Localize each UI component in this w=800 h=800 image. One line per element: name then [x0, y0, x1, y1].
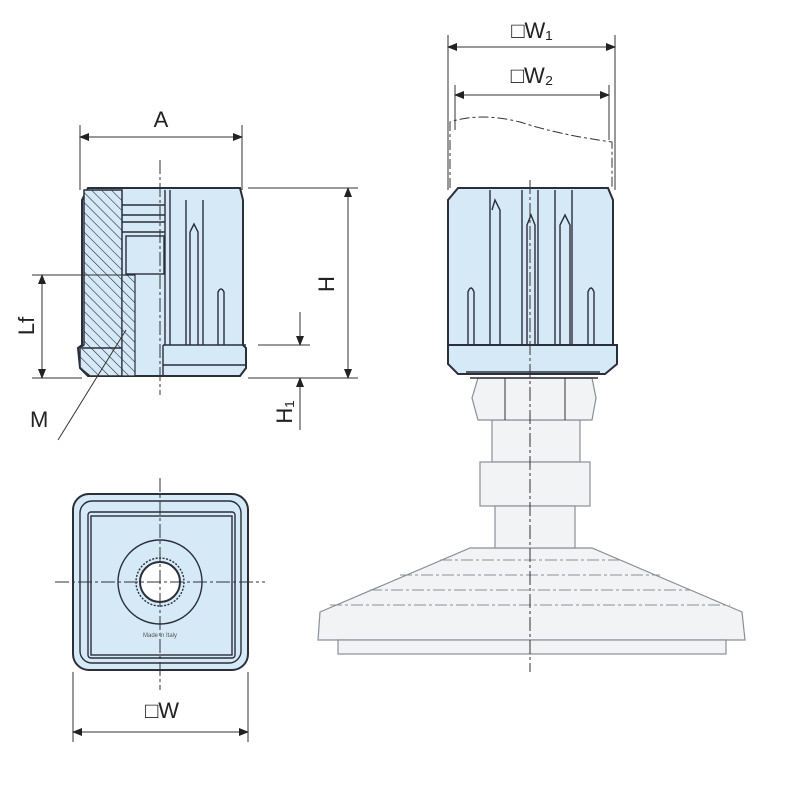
dimension-label-W2: □W₂ [511, 63, 554, 88]
dimension-Lf: Lf [14, 274, 124, 379]
dimension-W1: □W₁ [447, 18, 616, 190]
dimension-label-Lf: Lf [14, 316, 39, 335]
dimension-W: □W [72, 672, 249, 742]
dimension-label-W1: □W₁ [511, 18, 552, 43]
dimension-label-H: H [314, 276, 339, 292]
dimension-W2: □W₂ [454, 63, 610, 140]
thread-callout-M: M [30, 329, 127, 441]
dimension-H1: H₁ [258, 312, 310, 430]
bottom-view: Made in Italy [55, 478, 265, 690]
made-in-italy-marking: Made in Italy [143, 633, 177, 639]
dimension-label-H1: H₁ [272, 400, 297, 423]
side-section-view [76, 160, 247, 395]
assembled-leveling-foot [317, 116, 746, 672]
dimension-label-A: A [154, 107, 169, 132]
dimension-label-M: M [30, 407, 48, 432]
dimension-A: A [79, 107, 243, 190]
dimension-H: H [248, 187, 358, 379]
dimension-label-W: □W [145, 698, 179, 723]
